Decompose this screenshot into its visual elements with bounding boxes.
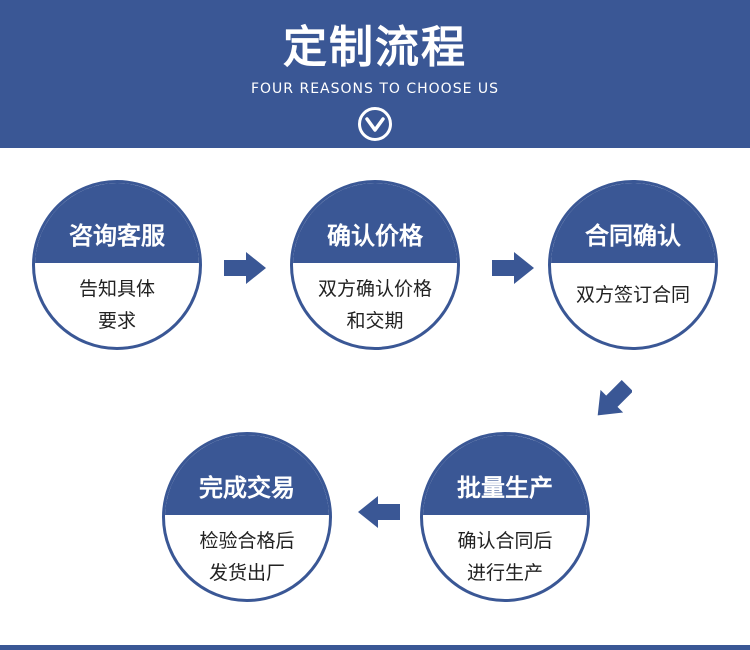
- step-title: 确认价格: [327, 222, 423, 250]
- step-description-line: 告知具体: [78, 278, 155, 300]
- step-complete: 完成交易 检验合格后 发货出厂: [162, 432, 332, 602]
- bottom-divider: [0, 645, 750, 650]
- header-banner: 定制流程 FOUR REASONS TO CHOOSE US: [0, 0, 750, 148]
- step-description-line: 双方确认价格: [317, 278, 432, 300]
- step-description: 检验合格后 发货出厂: [175, 525, 319, 589]
- step-title: 完成交易: [199, 474, 295, 502]
- step-consult: 咨询客服 告知具体 要求: [32, 180, 202, 350]
- step-confirm-price: 确认价格 双方确认价格 和交期: [290, 180, 460, 350]
- page-subtitle: FOUR REASONS TO CHOOSE US: [250, 81, 500, 97]
- page-title: 定制流程: [283, 22, 467, 73]
- step-contract: 合同确认 双方签订合同: [548, 180, 718, 350]
- step-title: 批量生产: [457, 474, 553, 502]
- step-description-line: 双方签订合同: [575, 284, 690, 306]
- step-description: 确认合同后 进行生产: [433, 525, 577, 589]
- step-production: 批量生产 确认合同后 进行生产: [420, 432, 590, 602]
- step-title: 咨询客服: [69, 222, 165, 250]
- step-description: 告知具体 要求: [45, 273, 189, 337]
- step-title: 合同确认: [585, 222, 681, 250]
- arrow-down-left-icon: [597, 380, 632, 416]
- step-description-line: 要求: [97, 310, 136, 332]
- chevron-down-icon: [358, 107, 392, 141]
- step-description-line: 进行生产: [466, 562, 543, 584]
- step-description-line: 和交期: [346, 310, 404, 332]
- arrow-left-icon: [358, 496, 400, 528]
- step-description: 双方确认价格 和交期: [303, 273, 447, 337]
- step-description: 双方签订合同: [561, 279, 705, 311]
- step-description-line: 确认合同后: [457, 530, 553, 552]
- arrow-right-icon: [224, 252, 266, 284]
- step-description-line: 发货出厂: [208, 562, 285, 584]
- step-description-line: 检验合格后: [199, 530, 295, 552]
- arrow-right-icon: [492, 252, 534, 284]
